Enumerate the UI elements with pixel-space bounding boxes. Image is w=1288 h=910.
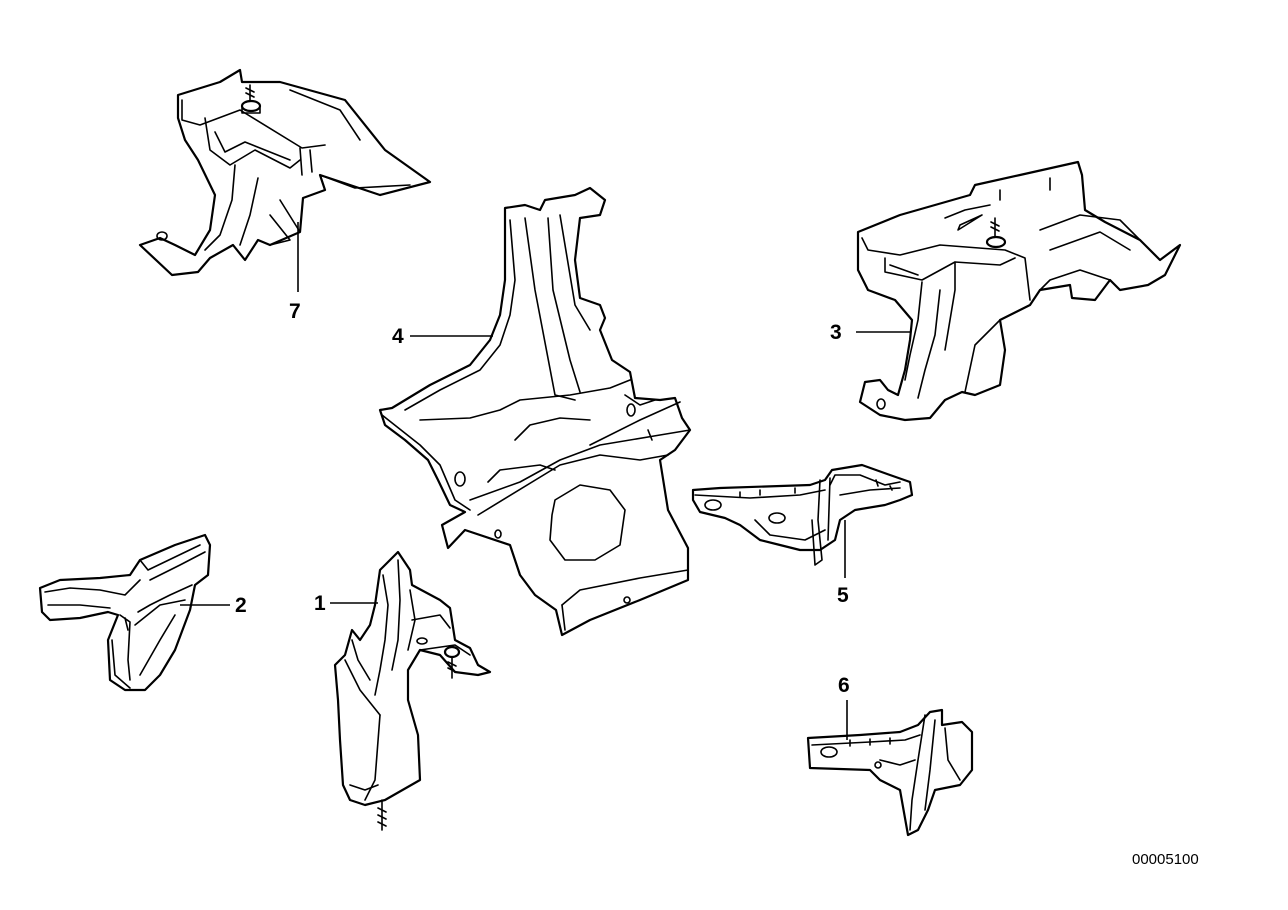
callout-4: 4 bbox=[392, 325, 404, 348]
document-number: 00005100 bbox=[1132, 851, 1199, 868]
part-1-bracket bbox=[333, 550, 492, 831]
callout-1: 1 bbox=[314, 592, 326, 615]
part-6-bracket bbox=[806, 708, 974, 837]
callout-7: 7 bbox=[289, 300, 301, 323]
part-5-bracket bbox=[691, 463, 914, 566]
part-4-bracket bbox=[378, 186, 692, 637]
part-3-bracket bbox=[856, 160, 1182, 422]
part-7-bracket bbox=[138, 68, 432, 277]
part-2-bracket bbox=[38, 533, 212, 692]
callout-6: 6 bbox=[838, 674, 850, 697]
callout-3: 3 bbox=[830, 321, 842, 344]
callout-2: 2 bbox=[235, 594, 247, 617]
callout-5: 5 bbox=[837, 584, 849, 607]
